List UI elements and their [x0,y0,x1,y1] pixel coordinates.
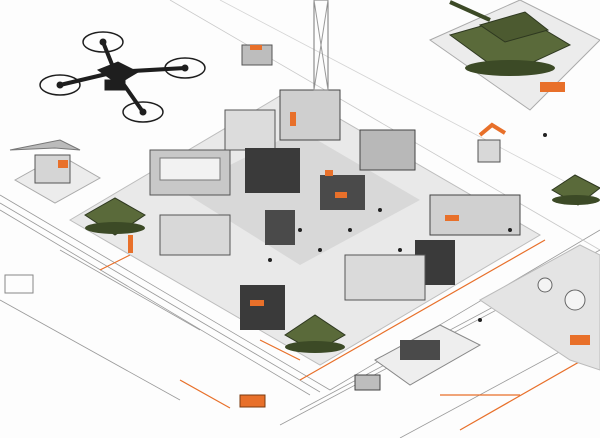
armored-vehicle-center [284,314,346,353]
accent-lines [99,239,600,431]
robotic-arm-display [241,44,507,163]
display-platform-bottom [239,324,482,408]
outdoor-plaza-right [479,244,600,371]
quadcopter-drone [39,31,206,123]
armored-vehicle-left [84,197,146,236]
exhibition-hall-main [69,0,541,366]
armored-vehicle-right [551,174,600,206]
aircraft-model-kiosk [4,139,102,294]
main-battle-tank [428,0,600,111]
